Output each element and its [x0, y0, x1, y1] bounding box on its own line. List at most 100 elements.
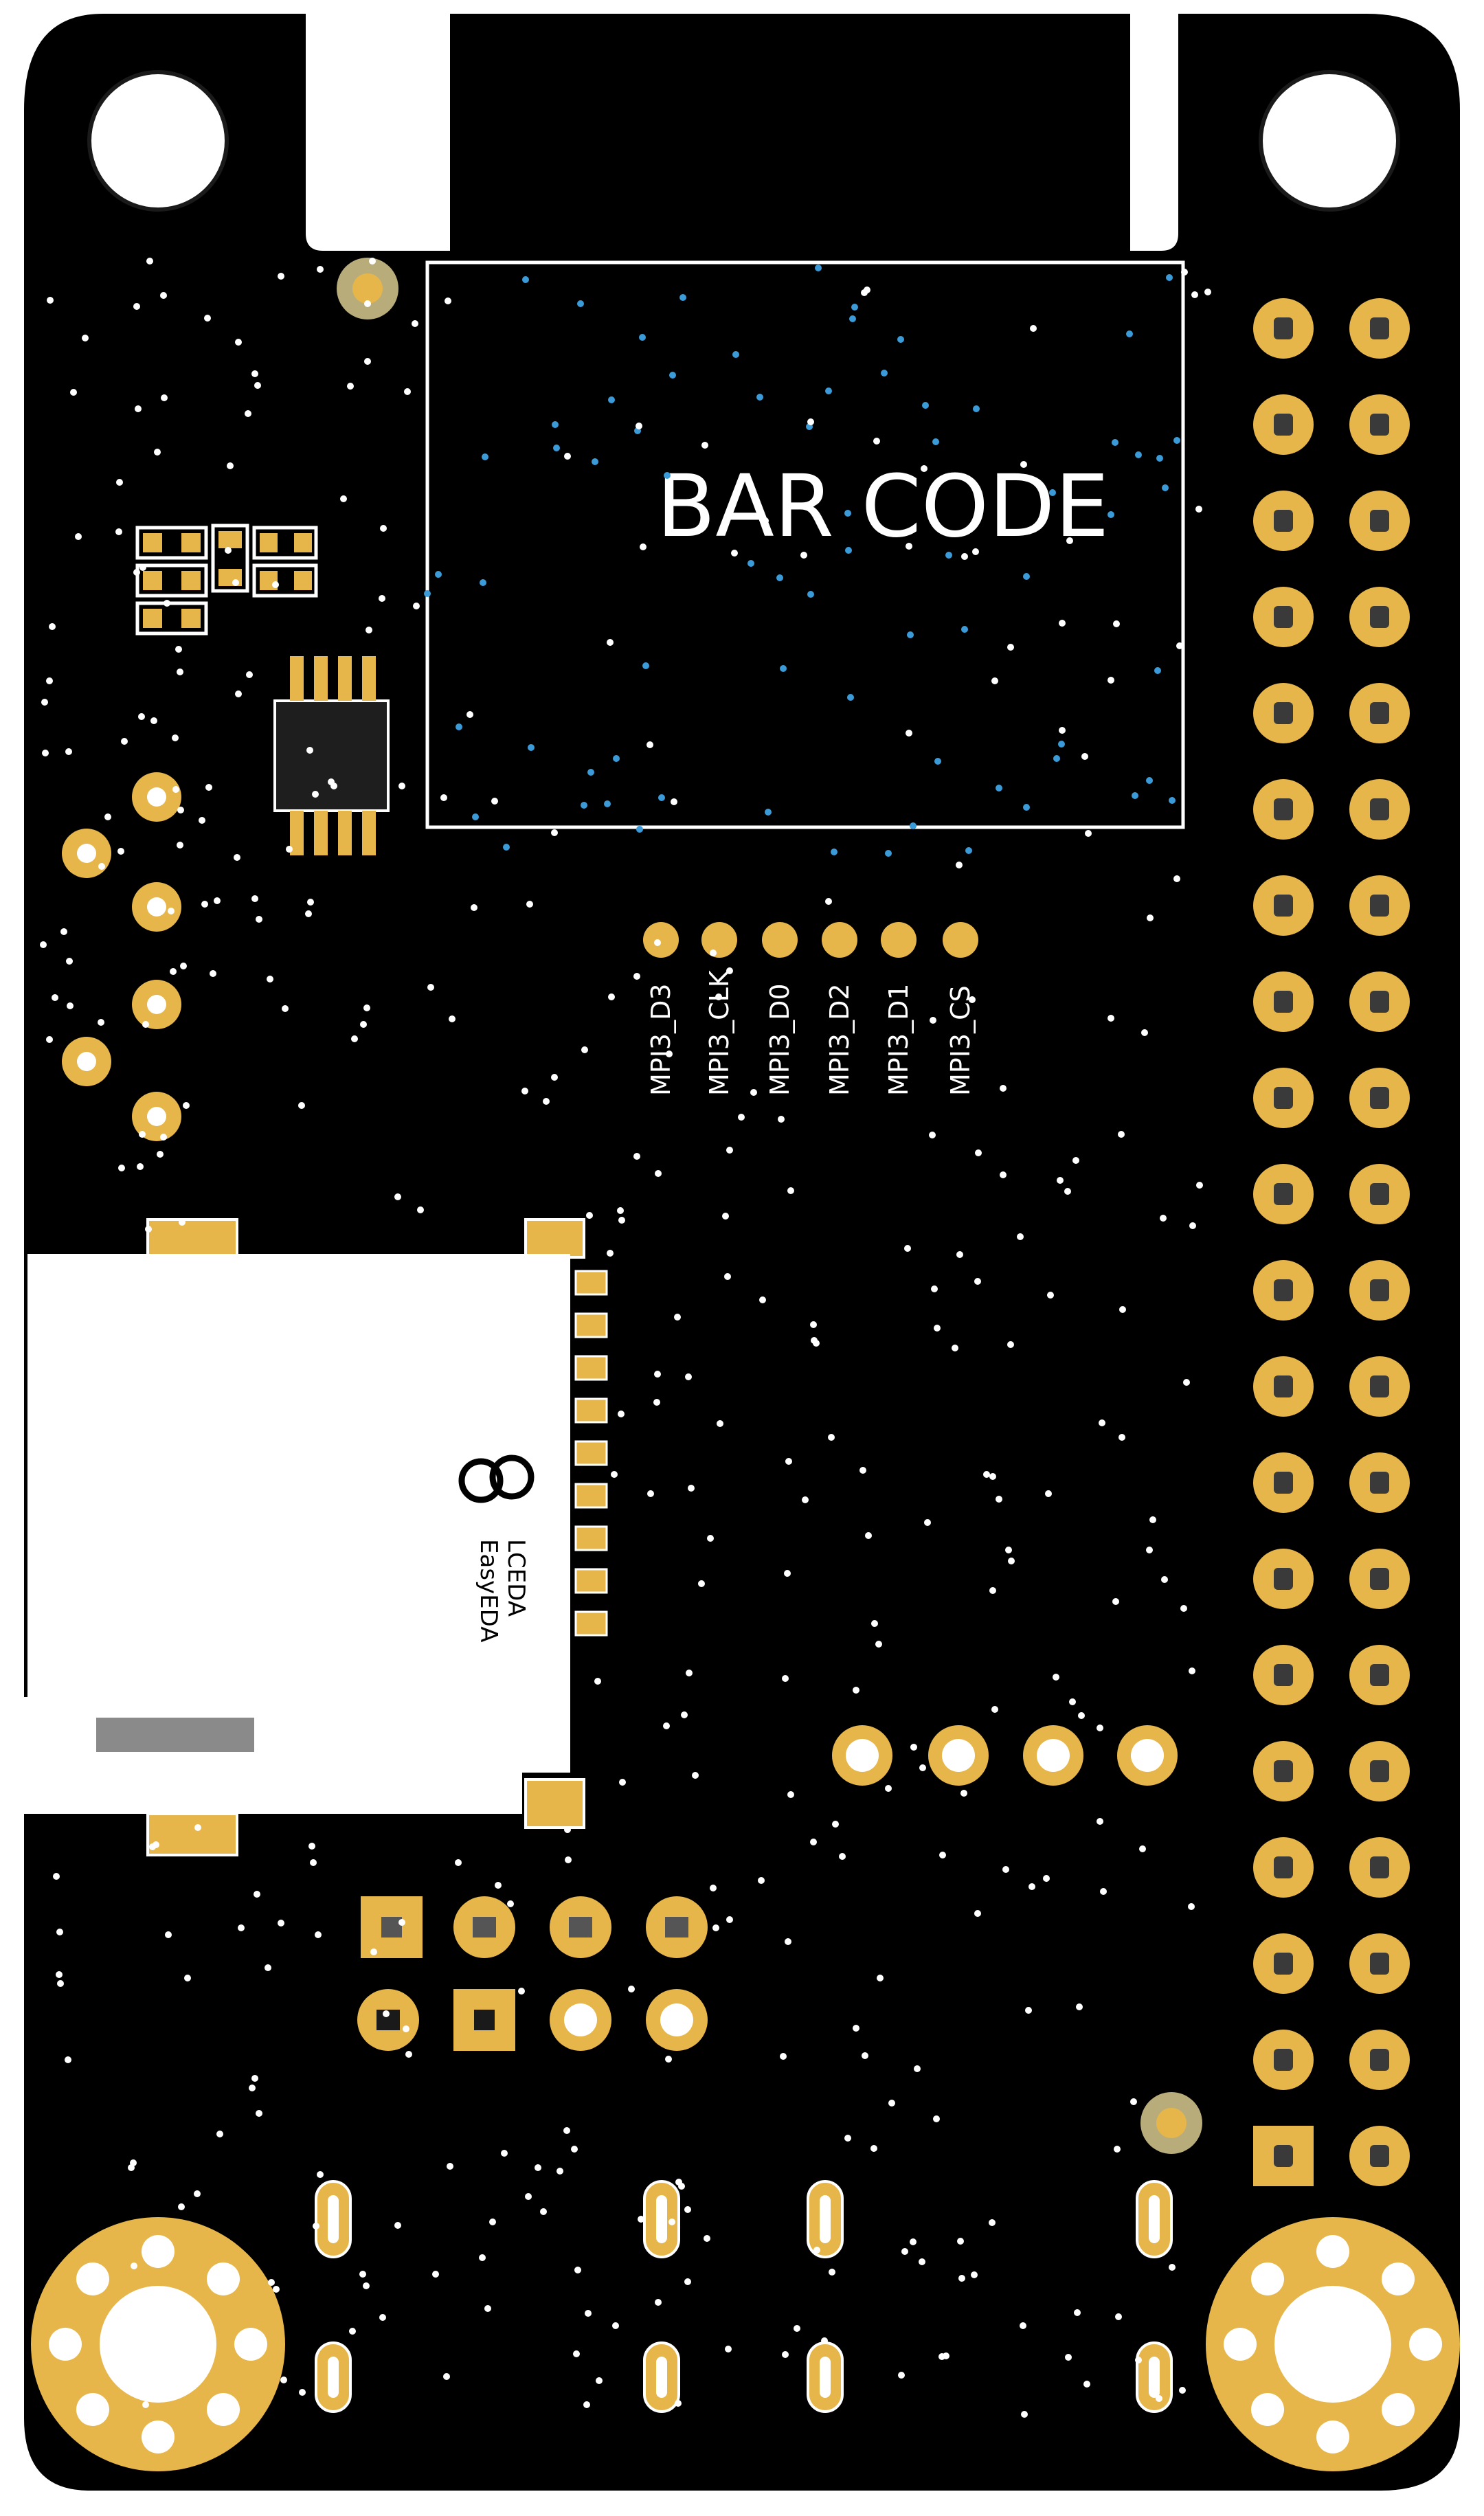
via [701, 442, 708, 449]
via [194, 2190, 201, 2197]
via [608, 396, 615, 403]
via [1017, 1233, 1024, 1240]
via [482, 453, 488, 460]
via [53, 1873, 60, 1880]
via [501, 2150, 508, 2157]
via [177, 669, 183, 675]
test-point-label: MPI3_D0 [765, 983, 795, 1096]
via [65, 748, 72, 755]
via [671, 798, 677, 805]
via [831, 849, 837, 855]
connector-2x4 [357, 1896, 708, 2051]
via [445, 297, 451, 304]
via [235, 339, 242, 346]
via [117, 848, 124, 855]
easyeda-logo: LCEDA EasyEDA [458, 1454, 535, 1642]
via [901, 2248, 908, 2255]
via [199, 817, 205, 824]
via [165, 1931, 172, 1938]
via [1025, 2007, 1032, 2014]
via [1064, 1188, 1071, 1195]
via [398, 783, 405, 789]
via [910, 822, 917, 829]
via [1028, 1883, 1035, 1890]
via [710, 1885, 717, 1891]
via [1189, 1667, 1195, 1674]
via [137, 1163, 144, 1170]
via [1139, 1845, 1146, 1852]
via [974, 1278, 981, 1285]
via [989, 1587, 996, 1594]
via [914, 2065, 921, 2072]
via [280, 2377, 287, 2383]
via [881, 370, 888, 377]
via [747, 560, 754, 567]
test-point-pad [701, 922, 737, 958]
via [359, 2271, 366, 2278]
via [704, 2235, 710, 2242]
via [738, 1114, 745, 1121]
barcode-label: BAR CODE [657, 457, 1110, 557]
via [172, 786, 179, 793]
via [924, 1519, 931, 1526]
via [1000, 1085, 1007, 1092]
via [787, 1791, 794, 1798]
via [647, 1490, 654, 1497]
via [974, 1910, 981, 1917]
via [138, 713, 145, 720]
via [317, 2171, 324, 2178]
via [1066, 537, 1073, 544]
via [82, 335, 89, 341]
test-point-pad [762, 922, 798, 958]
sd-card-slot: LCEDA EasyEDA [21, 1218, 608, 1856]
via [135, 405, 142, 412]
via [305, 910, 312, 917]
via [251, 370, 258, 377]
via [1081, 753, 1088, 760]
via [1169, 2264, 1176, 2271]
via [225, 547, 232, 554]
via [204, 315, 211, 322]
via [194, 1824, 201, 1831]
via [573, 2350, 580, 2357]
via [1002, 1866, 1009, 1873]
via [1126, 330, 1133, 337]
via [1057, 1177, 1064, 1184]
via [655, 2299, 662, 2306]
via [201, 901, 208, 908]
via [910, 1744, 917, 1751]
test-points: MPI3_D3 MPI3_CLK MPI3_D0 MPI3_D2 MPI3_D1… [643, 922, 978, 1096]
via [873, 438, 880, 445]
via [1069, 1698, 1076, 1705]
via [853, 1687, 859, 1694]
via [829, 2269, 835, 2276]
via [712, 1924, 719, 1931]
via [379, 2314, 386, 2321]
via [604, 800, 611, 807]
via [118, 1165, 125, 1171]
via [875, 1641, 882, 1648]
test-point-label: MPI3_D2 [824, 983, 855, 1096]
via [725, 2346, 732, 2352]
via [227, 462, 234, 469]
via [1045, 1490, 1052, 1497]
via [639, 334, 646, 341]
via [522, 276, 529, 283]
via [813, 2247, 820, 2254]
via [782, 1675, 789, 1682]
via [214, 897, 221, 904]
via [654, 939, 661, 946]
via [996, 785, 1002, 791]
via [853, 2025, 859, 2032]
via [877, 1975, 884, 1981]
via [933, 2115, 940, 2122]
via [526, 901, 533, 908]
via [636, 423, 642, 429]
logo-text: EasyEDA [475, 1539, 502, 1642]
via [310, 1859, 317, 1866]
via [564, 1826, 571, 1833]
via [594, 1678, 601, 1685]
via [251, 895, 258, 902]
via [535, 2164, 541, 2171]
via [1059, 727, 1066, 734]
